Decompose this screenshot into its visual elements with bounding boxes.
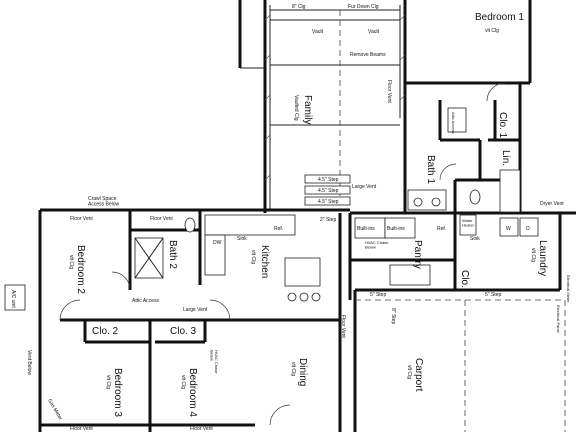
note-gas-meter: Gas Meter: [46, 398, 63, 422]
note-vault-left: Vault: [312, 29, 324, 35]
note-step: 2" Step: [320, 217, 336, 223]
room-ceiling-laundry: vlt Clg: [530, 248, 536, 262]
room-label-lin: Lin.: [500, 150, 511, 166]
note-ceiling: 8" Clg: [292, 4, 306, 10]
note-fur-down: Fur Down Clg: [348, 4, 379, 10]
note-vent-below: Vent Below: [26, 350, 32, 375]
door: [111, 271, 131, 291]
door: [269, 404, 291, 426]
room-label-clo2: Clo. 2: [92, 326, 119, 337]
note-step: 4.5" Step: [318, 177, 339, 183]
note-electrical-meter: Electrical Meter: [566, 275, 571, 303]
note-floor-vent: Floor Vent: [190, 426, 213, 432]
room-label-bedroom2: Bedroom 2: [75, 245, 86, 294]
room-ceiling-carport: vlt Clg: [406, 365, 412, 379]
note-attic-access: Attic Access: [451, 112, 456, 134]
sink: [413, 197, 423, 207]
note-w: W: [506, 226, 511, 232]
toilet: [469, 189, 481, 205]
room-label-laundry: Laundry: [537, 240, 548, 276]
attic-access: [447, 107, 467, 133]
note-ref: Ref.: [437, 226, 446, 232]
note-floor-vent: Floor Vent: [150, 216, 173, 222]
note-step: 8" Step: [390, 308, 396, 324]
note-attic-access: Attic Access: [132, 298, 159, 304]
sink: [431, 197, 441, 207]
room-label-kitchen: Kitchen: [259, 245, 270, 278]
door: [486, 82, 506, 102]
room-label-bedroom4: Bedroom 4: [187, 368, 198, 417]
note-large-vent: Large Vent: [352, 184, 377, 190]
dryer: [519, 217, 539, 237]
stool: [287, 292, 297, 302]
stool: [299, 292, 309, 302]
note-electrical-panel: Electrical Panel: [556, 305, 561, 333]
room-ceiling-bedroom1: vlt Clg: [485, 28, 499, 34]
room-label-clo1: Clo. 1: [497, 112, 508, 139]
ac-unit: [4, 284, 26, 311]
builtins: [384, 217, 416, 239]
room-label-clo: Clo.: [459, 270, 470, 288]
room-ceiling-bedroom4: vlt Clg: [180, 375, 186, 389]
note-ref: Ref.: [274, 226, 283, 232]
step: [304, 174, 351, 184]
shower-x: [134, 237, 164, 279]
room-label-bath2: Bath 2: [167, 240, 178, 269]
note-floor-vent: Floor Vent: [386, 80, 392, 103]
washer: [499, 217, 519, 237]
vanity: [407, 189, 447, 211]
note-step: 5" Step: [485, 292, 501, 298]
note-floor-vent: Floor Vent: [70, 426, 93, 432]
room-ceiling-family: Vaulted Clg: [293, 95, 299, 121]
room-label-bath1: Bath 1: [425, 155, 436, 184]
note-step: 5" Step: [370, 292, 386, 298]
door: [209, 299, 231, 321]
kitchen-island: [284, 257, 321, 287]
note-dw: DW: [213, 240, 222, 246]
room-label-clo3: Clo. 3: [170, 326, 197, 337]
room-ceiling-dining: vlt Clg: [290, 362, 296, 376]
note-builtins: Built-ins: [357, 226, 375, 232]
note-sink: Sink: [470, 236, 480, 242]
wall-hatching: [264, 14, 406, 181]
room-ceiling-bedroom3: vlt Clg: [105, 375, 111, 389]
step: [304, 196, 351, 206]
note-remove-beams: Remove Beams: [350, 52, 386, 58]
note-ac-unit: A/C unit: [10, 290, 16, 308]
note-step: 4.5" Step: [318, 188, 339, 194]
door: [59, 299, 81, 321]
note-step: 4.5" Step: [318, 199, 339, 205]
room-label-dining: Dining: [297, 358, 308, 386]
note-d: D: [526, 226, 530, 232]
toilet: [184, 217, 196, 233]
step: [304, 185, 351, 195]
stool: [311, 292, 321, 302]
room-ceiling-bedroom2: vlt Clg: [68, 255, 74, 269]
note-vault-right: Vault: [368, 29, 380, 35]
room-label-family: Family: [302, 95, 313, 124]
room-label-bedroom1: Bedroom 1: [475, 12, 524, 23]
room-label-carport: Carport: [413, 358, 424, 392]
bathtub: [499, 169, 521, 213]
kitchen-counter: [204, 234, 226, 276]
note-builtins: Built-ins: [387, 226, 405, 232]
note-floor-vent: Floor Vent: [70, 216, 93, 222]
room-ceiling-kitchen: vlt Clg: [250, 250, 256, 264]
door: [439, 163, 457, 181]
note-large-vent: Large Vent: [183, 307, 208, 313]
note-hvac-chase: HVAC ChaseBelow: [210, 350, 219, 374]
note-floor-vent: Floor Vent: [340, 315, 346, 338]
counter: [389, 264, 431, 286]
note-dryer-vent: Dryer Vent: [540, 201, 564, 207]
room-label-bedroom3: Bedroom 3: [112, 368, 123, 417]
note-sink: Sink: [237, 236, 247, 242]
kitchen-counter: [204, 214, 296, 236]
water-heater: [459, 214, 477, 236]
room-label-pantry: Pantry: [412, 240, 423, 269]
